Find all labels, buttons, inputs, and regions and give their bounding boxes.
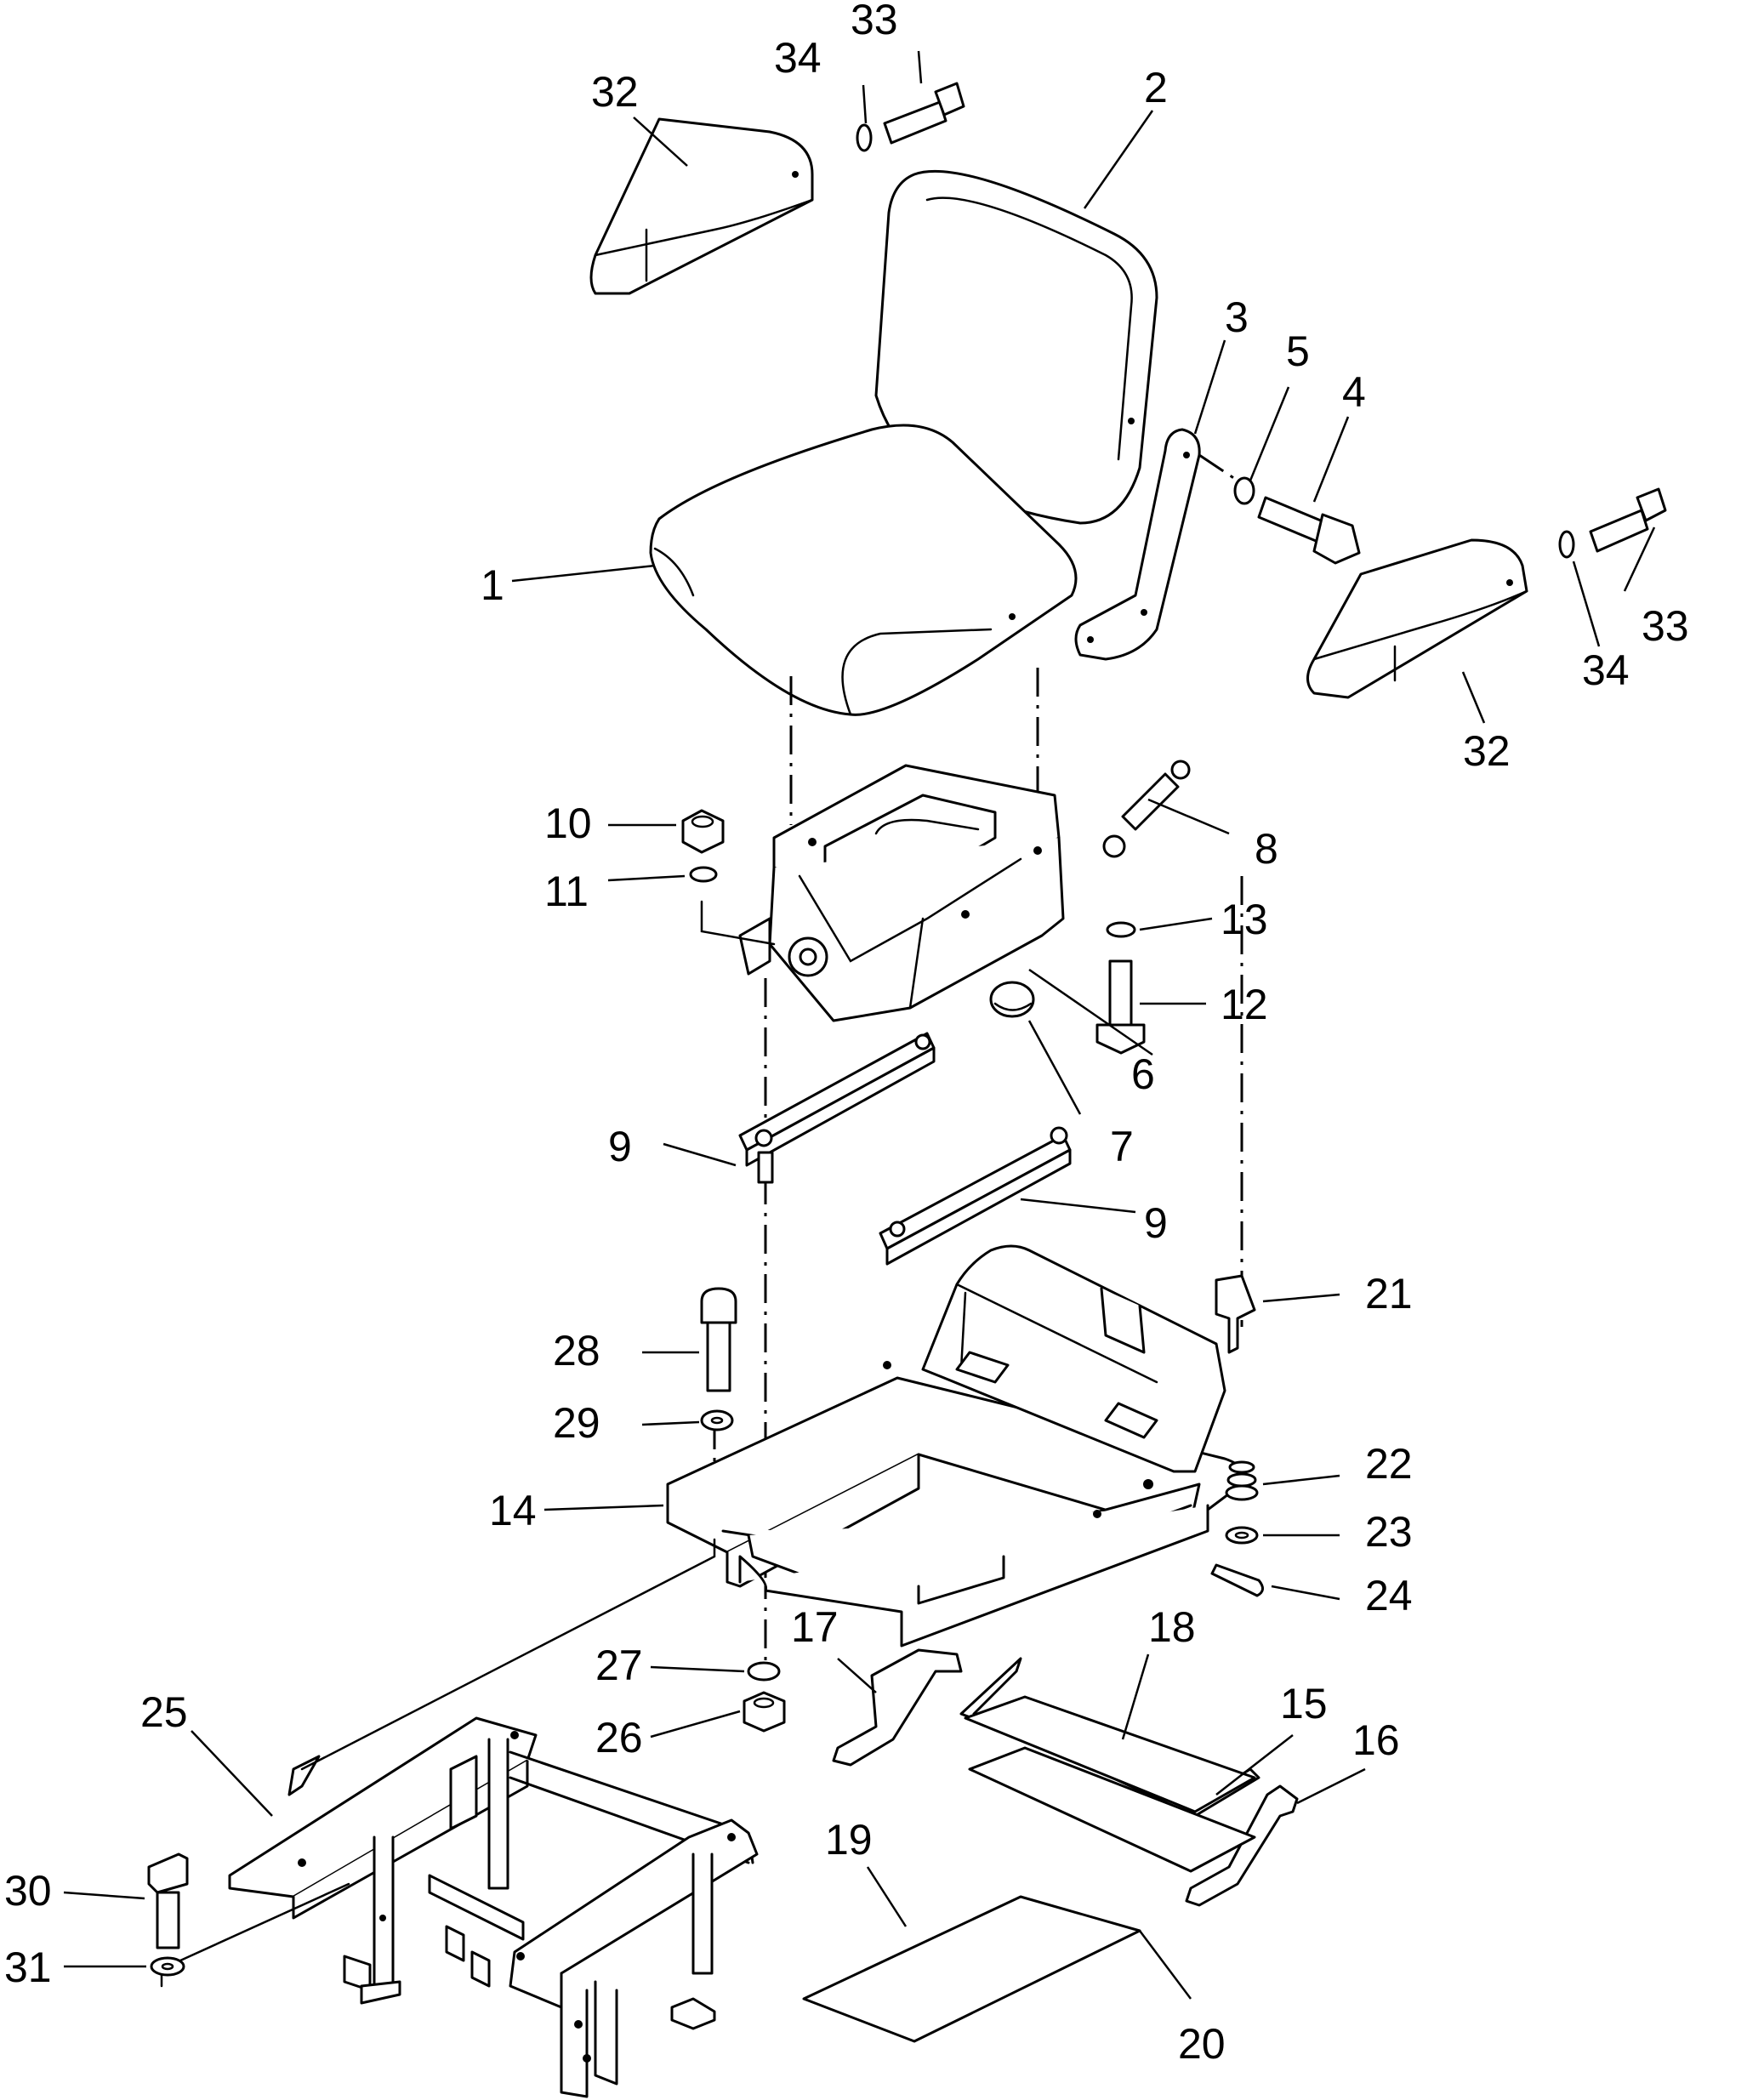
callout-26: 26 bbox=[595, 1714, 643, 1761]
callout-24: 24 bbox=[1365, 1572, 1413, 1619]
seat-cushion bbox=[649, 424, 1078, 716]
bolt-right bbox=[1589, 487, 1667, 553]
callout-5: 5 bbox=[1286, 327, 1310, 375]
armrest-right bbox=[1306, 538, 1528, 699]
callout-32-left: 32 bbox=[591, 68, 639, 116]
washer-right bbox=[1558, 530, 1575, 559]
callout-20: 20 bbox=[1178, 2020, 1226, 2068]
callout-14: 14 bbox=[489, 1487, 537, 1534]
bolt-30 bbox=[147, 1852, 189, 1949]
leader-lines bbox=[63, 50, 1656, 2000]
mat-18 bbox=[964, 1695, 1256, 1813]
washer-29 bbox=[700, 1409, 734, 1431]
bolt-4 bbox=[1257, 496, 1361, 565]
seat-backrest bbox=[874, 169, 1158, 525]
callout-33-left: 33 bbox=[851, 0, 898, 43]
callout-4: 4 bbox=[1342, 368, 1366, 416]
callout-11: 11 bbox=[544, 868, 589, 915]
callout-27: 27 bbox=[595, 1642, 643, 1689]
lower-frame bbox=[228, 1716, 759, 2098]
handle-17 bbox=[832, 1648, 963, 1767]
callout-6: 6 bbox=[1131, 1050, 1155, 1098]
callout-30: 30 bbox=[4, 1867, 52, 1915]
washer-27 bbox=[747, 1661, 781, 1682]
slide-rail-lower bbox=[879, 1126, 1072, 1266]
callout-1: 1 bbox=[481, 561, 504, 609]
washer-5 bbox=[1233, 476, 1255, 505]
callout-34-left: 34 bbox=[774, 34, 822, 82]
callout-25: 25 bbox=[140, 1688, 188, 1736]
callout-17: 17 bbox=[791, 1603, 839, 1651]
bolt-left bbox=[883, 82, 965, 145]
nut-26 bbox=[743, 1691, 786, 1733]
callout-12: 12 bbox=[1221, 981, 1268, 1028]
hinge-bracket bbox=[1074, 428, 1201, 661]
callout-34-right: 34 bbox=[1582, 646, 1630, 694]
callout-18: 18 bbox=[1148, 1603, 1196, 1651]
callout-3: 3 bbox=[1225, 293, 1249, 341]
seat-stand bbox=[666, 1361, 1245, 1648]
bolt-12 bbox=[1095, 959, 1146, 1055]
washer-left bbox=[856, 123, 873, 152]
tool-box bbox=[921, 1244, 1226, 1473]
washer-13 bbox=[1106, 921, 1136, 938]
callout-28: 28 bbox=[553, 1327, 600, 1374]
callout-13: 13 bbox=[1221, 896, 1268, 943]
callout-23: 23 bbox=[1365, 1508, 1413, 1556]
callout-33-right: 33 bbox=[1642, 602, 1689, 650]
washer-23 bbox=[1225, 1526, 1259, 1545]
callout-2: 2 bbox=[1144, 64, 1168, 111]
washer-11 bbox=[689, 866, 718, 883]
callout-31: 31 bbox=[4, 1943, 52, 1991]
callout-32-right: 32 bbox=[1463, 727, 1511, 775]
handle-16 bbox=[1185, 1784, 1299, 1907]
washer-31 bbox=[150, 1956, 185, 1977]
callout-29: 29 bbox=[553, 1399, 600, 1447]
mat-20 bbox=[968, 1746, 1256, 1873]
mat-19 bbox=[802, 1895, 1141, 2043]
callout-10: 10 bbox=[544, 800, 592, 847]
callout-labels: 1 2 3 4 5 6 7 8 9 9 10 11 12 13 14 15 16… bbox=[4, 0, 1689, 2068]
callout-9-lower: 9 bbox=[1144, 1199, 1168, 1247]
lock-knob-21 bbox=[1215, 1274, 1256, 1354]
callout-21: 21 bbox=[1365, 1270, 1413, 1317]
callout-19: 19 bbox=[825, 1816, 873, 1864]
callout-16: 16 bbox=[1352, 1716, 1400, 1764]
callout-22: 22 bbox=[1365, 1440, 1413, 1488]
spring-22 bbox=[1225, 1460, 1259, 1501]
callout-9-upper: 9 bbox=[608, 1123, 632, 1170]
bolt-28 bbox=[700, 1287, 737, 1392]
callout-7: 7 bbox=[1110, 1123, 1134, 1170]
slide-rail-upper bbox=[738, 1032, 936, 1184]
callout-8: 8 bbox=[1255, 825, 1278, 873]
shock-absorber bbox=[1102, 760, 1191, 858]
callout-15: 15 bbox=[1280, 1680, 1328, 1727]
armrest-left bbox=[589, 117, 814, 295]
pin-24 bbox=[1210, 1563, 1264, 1597]
nut-10 bbox=[681, 809, 725, 854]
adjust-knob bbox=[989, 981, 1035, 1018]
